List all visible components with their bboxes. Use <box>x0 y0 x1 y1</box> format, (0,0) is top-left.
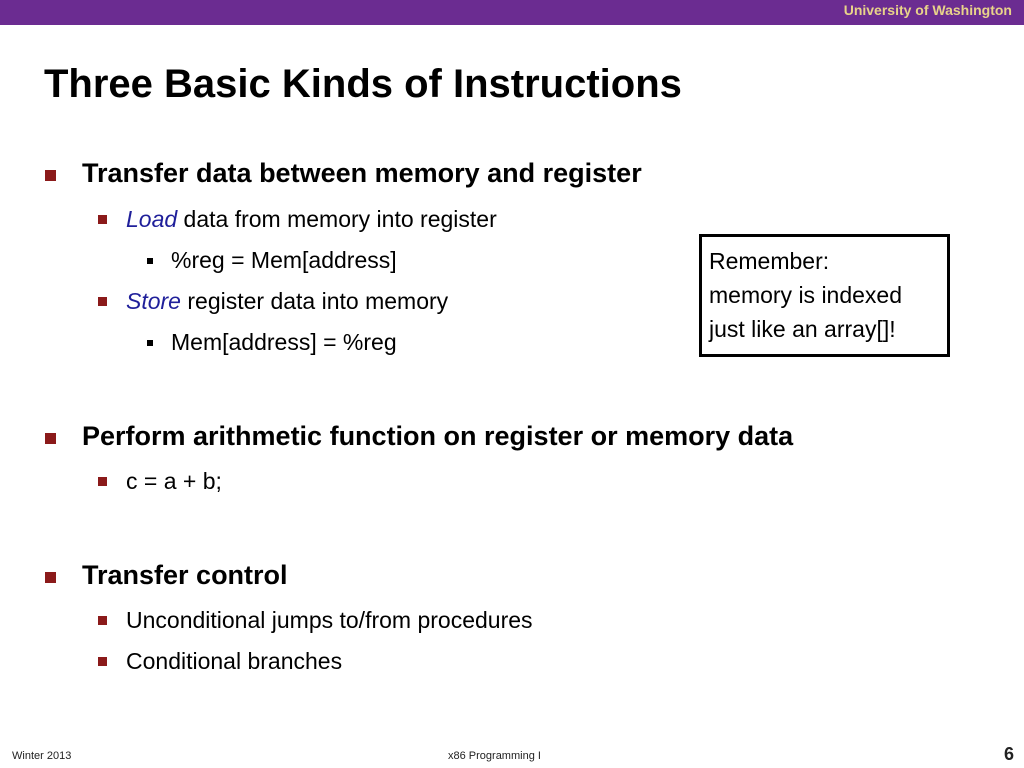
page-number: 6 <box>1003 744 1014 764</box>
slide-title: Three Basic Kinds of Instructions <box>44 62 682 106</box>
org-name: University of Washington <box>843 2 1012 18</box>
footer-term: Winter 2013 <box>12 750 72 762</box>
bullet-arithmetic: Perform arithmetic function on register … <box>45 421 794 452</box>
load-text: data from memory into register <box>177 206 497 232</box>
bullet-label: Transfer control <box>82 560 288 590</box>
load-example: %reg = Mem[address] <box>171 247 397 273</box>
header-bar: University of Washington <box>0 0 1024 25</box>
bullet-square-icon <box>98 657 107 666</box>
bullet-square-icon <box>98 616 107 625</box>
sub-bullet-load: Load data from memory into register <box>98 206 497 233</box>
callout-line: Remember: <box>709 248 830 274</box>
jumps-text: Unconditional jumps to/from procedures <box>126 607 533 633</box>
bullet-transfer-data: Transfer data between memory and registe… <box>45 158 642 189</box>
sub-bullet-store: Store register data into memory <box>98 288 449 315</box>
sub-bullet-jumps: Unconditional jumps to/from procedures <box>98 607 533 634</box>
bullet-square-icon <box>45 572 56 583</box>
sub-bullet-arith-example: c = a + b; <box>98 468 222 495</box>
footer-course: x86 Programming I <box>448 750 541 762</box>
load-keyword: Load <box>126 206 178 232</box>
remember-callout: Remember: memory is indexed just like an… <box>699 234 950 357</box>
sub-sub-bullet-load: %reg = Mem[address] <box>147 247 397 274</box>
sub-sub-bullet-store: Mem[address] = %reg <box>147 329 397 356</box>
store-keyword: Store <box>126 288 181 314</box>
bullet-square-icon <box>98 477 107 486</box>
bullet-label: Transfer data between memory and registe… <box>82 158 642 188</box>
bullet-square-icon <box>45 170 56 181</box>
callout-line: memory is indexed <box>709 282 903 308</box>
sub-bullet-branches: Conditional branches <box>98 648 343 675</box>
arith-example: c = a + b; <box>126 468 222 494</box>
bullet-transfer-control: Transfer control <box>45 560 288 591</box>
bullet-square-icon <box>45 433 56 444</box>
branches-text: Conditional branches <box>126 648 343 674</box>
bullet-square-icon <box>98 297 107 306</box>
callout-line: just like an array[]! <box>709 316 896 342</box>
bullet-label: Perform arithmetic function on register … <box>82 421 794 451</box>
bullet-square-icon <box>98 215 107 224</box>
store-text: register data into memory <box>180 288 449 314</box>
bullet-small-square-icon <box>147 340 153 346</box>
store-example: Mem[address] = %reg <box>171 329 397 355</box>
bullet-small-square-icon <box>147 258 153 264</box>
